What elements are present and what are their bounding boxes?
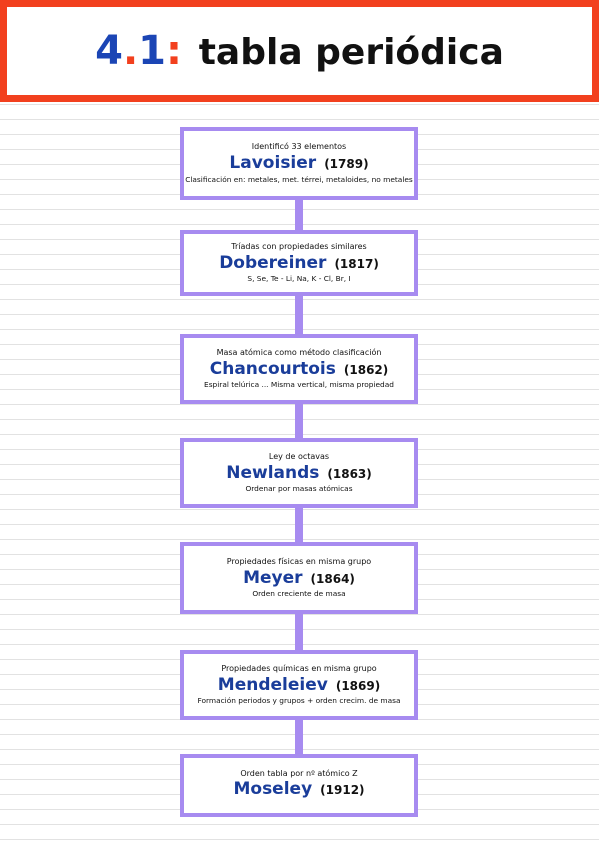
card-description: Ley de octavas [268,451,330,461]
page-title: 4.1: tabla periódica [95,31,504,71]
card-description: Identificó 33 elementos [251,142,347,152]
card-detail: Espiral telúrica ... Misma vertical, mis… [204,380,394,390]
scientist-year: (1869) [335,678,381,693]
section-number-dot: . [122,28,139,74]
timeline-connector [295,508,303,542]
card-description: Masa atómica como método clasificación [216,347,382,357]
section-number-major: 4 [95,28,123,74]
card-detail: Orden creciente de masa [252,589,346,599]
section-number-minor: 1 [138,28,166,74]
title-banner: 4.1: tabla periódica [0,0,599,102]
timeline-connector [295,296,303,334]
timeline-card-dobereiner: Tríadas con propiedades similares Dobere… [180,230,418,296]
scientist-name: Meyer [243,567,303,588]
title-text: tabla periódica [198,32,504,73]
card-description: Tríadas con propiedades similares [231,241,367,251]
scientist-name: Lavoisier [229,153,317,174]
timeline-card-newlands: Ley de octavas Newlands (1863) Ordenar po… [180,438,418,508]
card-detail: Formación periodos y grupos + orden crec… [197,696,401,706]
timeline-card-lavoisier: Identificó 33 elementos Lavoisier(1789) … [180,127,418,200]
card-detail: S, Se, Te - Li, Na, K - Cl, Br, I [247,274,351,284]
timeline-connector [295,720,303,754]
scientist-year: (1912) [320,783,365,798]
card-description: Orden tabla por nº atómico Z [240,768,358,778]
scientist-name: Newlands [226,462,320,483]
scientist-year: (1864) [310,571,355,586]
timeline-connector [295,200,303,230]
scientist-year: (1863) [327,466,372,481]
timeline-connector [295,404,303,438]
scientist-year: (1789) [324,157,369,172]
timeline-connector [295,614,303,650]
card-detail: Clasificación en: metales, met. térrei, … [185,174,413,184]
timeline-card-moseley: Orden tabla por nº atómico Z Moseley (191… [180,754,418,817]
scientist-year: (1862) [343,362,389,377]
card-detail: Ordenar por masas atómicas [245,484,353,494]
scientist-name: Dobereiner [219,252,327,273]
timeline-card-chancourtois: Masa atómica como método clasificación C… [180,334,418,404]
scientist-name: Mendeleiev [217,674,328,695]
scientist-name: Chancourtois [209,358,336,379]
card-description: Propiedades químicas en misma grupo [221,663,377,673]
timeline-card-mendeleiev: Propiedades químicas en misma grupo Mend… [180,650,418,720]
timeline-card-meyer: Propiedades físicas en misma grupo Meyer… [180,542,418,614]
scientist-name: Moseley [233,779,313,800]
card-description: Propiedades físicas en misma grupo [226,556,372,566]
scientist-year: (1817) [334,256,379,271]
section-number-colon: : [165,28,182,74]
